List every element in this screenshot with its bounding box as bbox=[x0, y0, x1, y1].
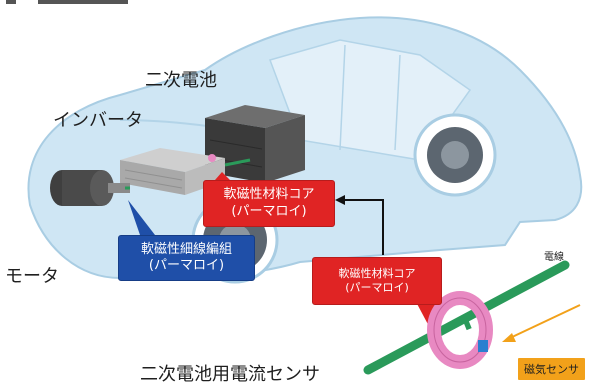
core-lower-callout: 軟磁性材料コア (パーマロイ) bbox=[312, 257, 442, 305]
braid-line2: (パーマロイ) bbox=[148, 258, 225, 273]
core-upper-pointer bbox=[215, 172, 230, 180]
inverter-block bbox=[120, 148, 225, 195]
core-lower-line2: (パーマロイ) bbox=[345, 281, 409, 294]
motor-label: モータ bbox=[5, 266, 59, 287]
core-upper-line1: 軟磁性材料コア bbox=[223, 187, 315, 203]
current-sensor-caption: 二次電池用電流センサ bbox=[140, 364, 320, 385]
magnetic-sensor-tag: 磁気センサ bbox=[518, 358, 585, 380]
braid-pointer bbox=[128, 200, 155, 235]
braid-callout: 軟磁性細線編組 (パーマロイ) bbox=[118, 235, 255, 281]
cropped-heading-fragment bbox=[6, 0, 128, 4]
inverter-label: インバータ bbox=[53, 110, 143, 131]
battery-label: 二次電池 bbox=[145, 70, 217, 91]
core-lower-line1: 軟磁性材料コア bbox=[338, 267, 416, 281]
current-sensor-assembly bbox=[363, 260, 570, 375]
callout-arrow bbox=[335, 195, 384, 255]
current-arrow bbox=[502, 304, 581, 342]
power-cables bbox=[125, 154, 251, 190]
core-upper-line2: (パーマロイ) bbox=[231, 203, 307, 219]
rear-wheel bbox=[413, 113, 497, 197]
motor-block bbox=[50, 170, 130, 206]
core-upper-callout: 軟磁性材料コア (パーマロイ) bbox=[203, 180, 335, 227]
braid-line1: 軟磁性細線編組 bbox=[140, 241, 232, 257]
wire-label: 電線 bbox=[544, 252, 564, 263]
